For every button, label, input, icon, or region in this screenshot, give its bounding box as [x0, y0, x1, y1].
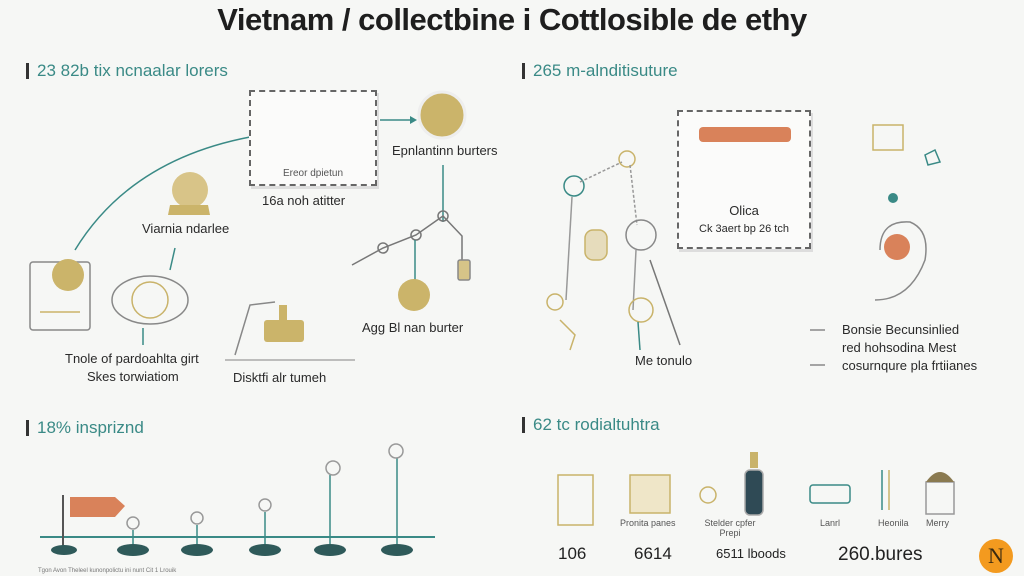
featured-item-box: Ereor dpietun	[249, 90, 377, 186]
legend-item: Bonsie Becunsinlied	[842, 322, 960, 337]
key-icon	[699, 486, 717, 504]
pouch-label-2: Skes torwiatiom	[87, 369, 179, 384]
scroll-icon	[557, 474, 594, 526]
tray-icon	[809, 484, 851, 504]
node-label: Me tonulo	[635, 353, 693, 368]
bottle-icon	[744, 469, 764, 516]
book-icon	[629, 474, 671, 514]
frame-icon	[872, 124, 904, 151]
item-value: 106	[558, 544, 587, 563]
badge-icon	[884, 234, 910, 260]
box-sub: Ck 3aert bp 26 tch	[699, 223, 789, 235]
heading-bar	[522, 417, 525, 433]
heading-bar	[26, 420, 29, 436]
node-icon	[625, 219, 657, 251]
item-label: Merry	[926, 518, 949, 528]
node-icon	[437, 210, 449, 222]
box-title: Olica	[729, 203, 759, 218]
coin-icon	[398, 279, 430, 311]
heading-bar	[26, 63, 29, 79]
pouch-icon	[111, 275, 189, 325]
page-title: Vietnam / collectbine i Cottlosible de e…	[217, 2, 807, 37]
coin-icon	[417, 90, 467, 140]
item-label: Pronita panes	[620, 518, 676, 528]
coin-icon	[628, 297, 654, 323]
seal-icon	[172, 172, 208, 208]
arrow-flag-icon	[70, 497, 125, 517]
node-icon	[410, 229, 422, 241]
item-value: 260.bures	[838, 544, 923, 565]
branch-line	[351, 215, 463, 266]
node-icon	[377, 242, 389, 254]
connector-curve	[74, 136, 251, 251]
heading-text: 18% inspriznd	[37, 418, 144, 437]
coin2-label: Agg Bl nan burter	[362, 320, 464, 335]
heading-text: 265 m-alnditisuture	[533, 61, 678, 80]
pouch-label: Tnole of pardoahlta girt	[65, 351, 199, 366]
item-value: 6511 lboods	[716, 546, 786, 561]
heading-text: 23 82b tix ncnaalar lorers	[37, 61, 228, 80]
arrow-head-icon	[410, 116, 417, 124]
jar-icon	[925, 481, 955, 515]
section-heading-bottom-left: 18% inspriznd	[26, 418, 144, 438]
box-sub-label: 16a noh atitter	[262, 193, 346, 208]
tablet-icon	[584, 229, 608, 261]
section-heading-top-left: 23 82b tix ncnaalar lorers	[26, 61, 228, 81]
heading-text: 62 tc rodialtuhtra	[533, 415, 660, 434]
stamp-label: Disktfi alr tumeh	[233, 370, 327, 385]
brand-logo: N	[979, 539, 1013, 573]
footnote: Tgon Avon Theleel kunonpolictu ini nunt …	[38, 568, 177, 574]
stamp-icon	[264, 320, 304, 342]
coin-icon	[52, 259, 84, 291]
item-value: 6614	[634, 544, 672, 563]
box-caption: Ereor dpietun	[282, 168, 344, 179]
item-label: Lanrl	[820, 518, 841, 528]
timeline-markers	[51, 443, 413, 556]
jar-icon	[457, 259, 471, 281]
featured-item-box: Olica Ck 3aert bp 26 tch	[677, 110, 811, 249]
item-label: Stelder cpfer Prepi	[704, 518, 756, 538]
legend-item: cosurnqure pla frtiianes	[842, 358, 978, 373]
item-label: Heonila	[878, 518, 909, 528]
legend-item: red hohsodina Mest	[842, 340, 957, 355]
seal-label: Viarnia ndarlee	[142, 221, 230, 236]
compass-icon	[563, 175, 585, 197]
coin-label: Epnlantinn burters	[392, 143, 498, 158]
section-heading-bottom-right: 62 tc rodialtuhtra	[522, 415, 660, 435]
section-heading-top-right: 265 m-alnditisuture	[522, 61, 678, 81]
heading-bar	[522, 63, 525, 79]
banner-bar	[699, 127, 791, 142]
